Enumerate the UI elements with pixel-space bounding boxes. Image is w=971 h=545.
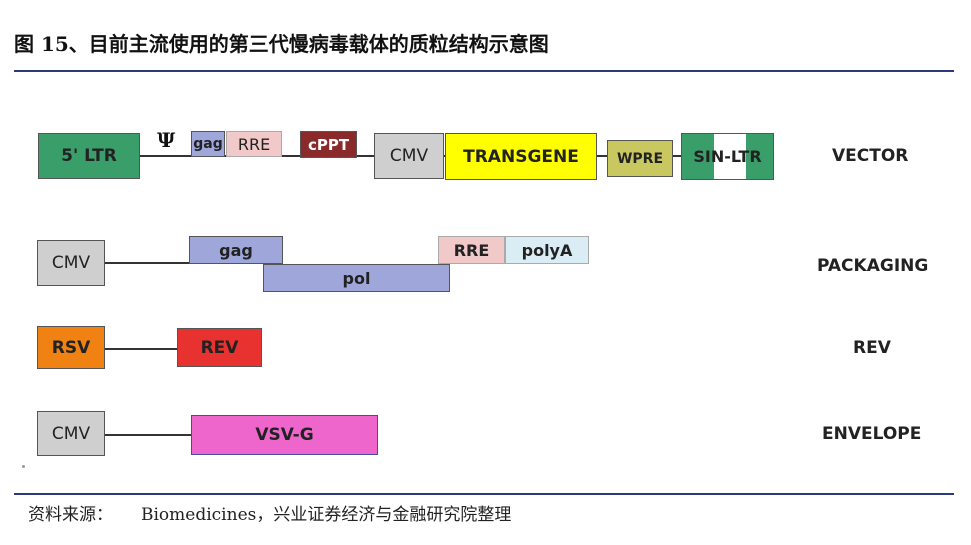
row-label-envelope: ENVELOPE <box>822 424 922 444</box>
stray-dot <box>22 465 25 468</box>
figure-title: 图 15、目前主流使用的第三代慢病毒载体的质粒结构示意图 <box>14 32 549 56</box>
envelope-cmv: CMV <box>37 411 105 456</box>
vector-gag: gag <box>191 131 225 157</box>
vector-5ltr: 5' LTR <box>38 133 140 179</box>
vector-cmv: CMV <box>374 133 444 179</box>
packaging-cmv: CMV <box>37 240 105 286</box>
rev-rev: REV <box>177 328 262 367</box>
vector-wpre: WPRE <box>607 140 673 177</box>
vector-cppt: cPPT <box>300 131 357 158</box>
vector-sin-ltr: SIN-LTR <box>681 133 774 180</box>
packaging-gag: gag <box>189 236 283 264</box>
packaging-backbone <box>104 262 190 264</box>
vector-rre: RRE <box>226 131 282 157</box>
packaging-pol: pol <box>263 264 450 292</box>
envelope-vsv-g: VSV-G <box>191 415 378 455</box>
rev-rsv: RSV <box>37 326 105 369</box>
packaging-rre: RRE <box>438 236 505 264</box>
rev-backbone <box>104 348 178 350</box>
vector-transgene: TRANSGENE <box>445 133 597 180</box>
envelope-backbone <box>104 434 192 436</box>
row-label-rev: REV <box>853 338 891 358</box>
source-note: 资料来源：Biomedicines，兴业证券经济与金融研究院整理 <box>28 505 512 525</box>
top-rule <box>14 70 954 72</box>
vector-psi: Ψ <box>157 128 176 152</box>
row-label-packaging: PACKAGING <box>817 256 929 276</box>
row-label-vector: VECTOR <box>832 146 909 166</box>
bottom-rule <box>14 493 954 495</box>
packaging-polya: polyA <box>505 236 589 264</box>
